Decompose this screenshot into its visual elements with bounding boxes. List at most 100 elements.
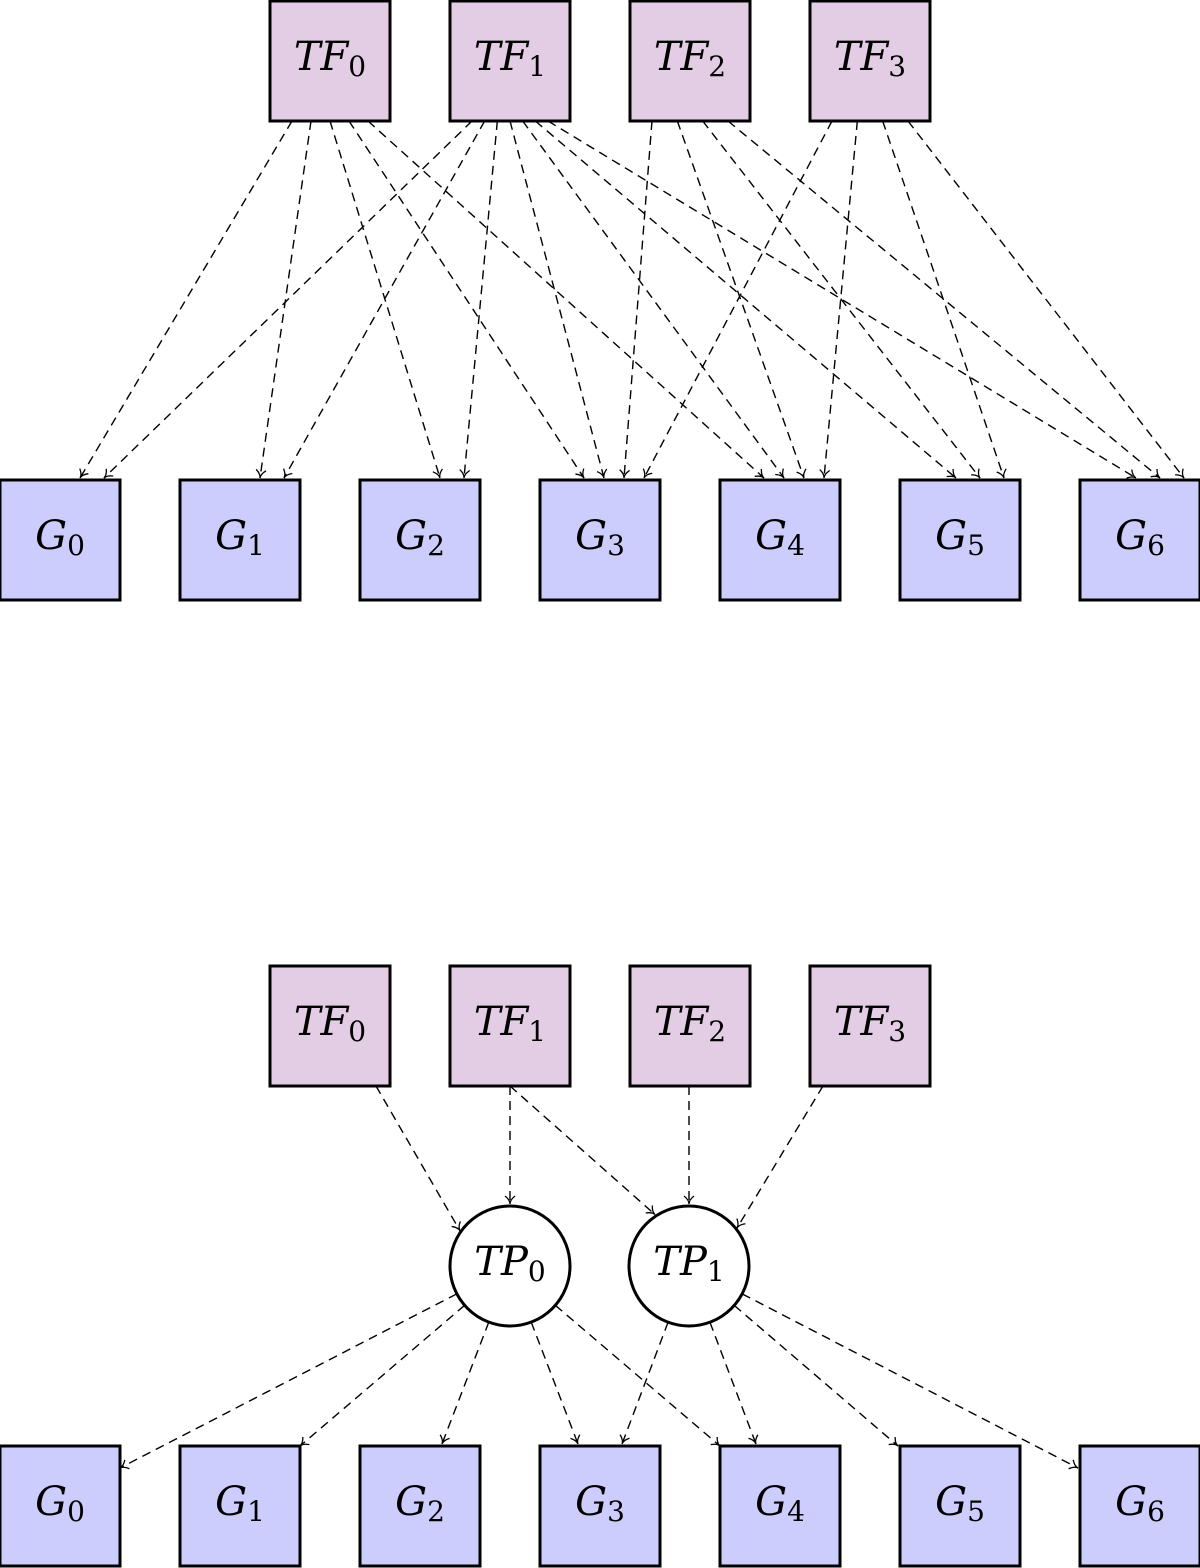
- edge-top-tf0-g0: [79, 120, 293, 479]
- edge-top-tf1-g2: [459, 120, 499, 479]
- bottom-g6-node[interactable]: G6: [1078, 1444, 1200, 1568]
- edge-top-tf0-g4: [367, 120, 765, 479]
- bottom-g1-node[interactable]: G1: [178, 1444, 302, 1568]
- top-g5-node-label: G5: [935, 513, 985, 562]
- top-tf0-node-label: TF0: [294, 34, 366, 83]
- edge-top-tf1-g1: [282, 120, 486, 479]
- top-g2-node-label: G2: [395, 513, 445, 562]
- bottom-g1-node-box: [178, 1444, 302, 1568]
- top-g2-node-box: [358, 478, 482, 602]
- bottom-edges: [119, 1085, 1079, 1470]
- top-g3-node-label: G3: [575, 513, 625, 562]
- top-g3-node[interactable]: G3: [538, 478, 662, 602]
- top-tf1-node[interactable]: TF1: [448, 0, 572, 123]
- edge-top-tf1-g4: [522, 120, 785, 479]
- top-g5-node-box: [898, 478, 1022, 602]
- top-tf1-node-box: [448, 0, 572, 123]
- bottom-tp1-node-label: TP1: [653, 1239, 724, 1288]
- top-tf2-node-box: [628, 0, 752, 123]
- top-g1-node-label: G1: [215, 513, 265, 562]
- bottom-tf1-node-box: [448, 964, 572, 1088]
- top-g3-node-box: [538, 478, 662, 602]
- bottom-tp0-node-label: TP0: [474, 1239, 545, 1288]
- edge-top-tf3-g5: [882, 120, 1007, 479]
- edge-top-tf0-g2: [329, 120, 443, 479]
- bottom-g2-node[interactable]: G2: [358, 1444, 482, 1568]
- bottom-g2-node-label: G2: [395, 1479, 445, 1528]
- bottom-tp0-node-circle: [448, 1204, 572, 1328]
- top-g5-node[interactable]: G5: [898, 478, 1022, 602]
- bottom-tf2-node-box: [628, 964, 752, 1088]
- top-tf0-node-box: [268, 0, 392, 123]
- top-g6-node-box: [1078, 478, 1200, 602]
- bottom-tf3-node-label: TF3: [834, 999, 906, 1048]
- edge-bottom-tp1-g6: [741, 1293, 1079, 1470]
- bottom-g0-node-box: [0, 1444, 122, 1568]
- bottom-g1-node-label: G1: [215, 1479, 265, 1528]
- edge-top-tf0-g1: [255, 120, 312, 479]
- bottom-g5-node[interactable]: G5: [898, 1444, 1022, 1568]
- top-g0-node-box: [0, 478, 122, 602]
- bottom-g5-node-label: G5: [935, 1479, 985, 1528]
- edge-top-tf0-g3: [348, 120, 585, 479]
- bottom-g3-node[interactable]: G3: [538, 1444, 662, 1568]
- bottom-tf1-node-label: TF1: [474, 999, 546, 1048]
- top-g6-node-label: G6: [1115, 513, 1165, 562]
- top-g6-node[interactable]: G6: [1078, 478, 1200, 602]
- bottom-g3-node-box: [538, 1444, 662, 1568]
- top-tf2-node[interactable]: TF2: [628, 0, 752, 123]
- edge-bottom-tp0-g3: [530, 1321, 581, 1445]
- bottom-g2-node-box: [358, 1444, 482, 1568]
- edge-top-tf1-g0: [103, 120, 473, 479]
- edge-bottom-tf1-tp1: [509, 1085, 656, 1216]
- top-tf3-node-label: TF3: [834, 34, 906, 83]
- edge-bottom-tp1-g3: [619, 1321, 669, 1445]
- edge-top-tf2-g3: [619, 120, 653, 479]
- bottom-tp1-node-circle: [627, 1204, 751, 1328]
- edge-top-tf2-g4: [676, 120, 807, 479]
- top-tf3-node[interactable]: TF3: [808, 0, 932, 123]
- bottom-tp1-node[interactable]: TP1: [627, 1204, 751, 1328]
- edge-top-tf3-g3: [642, 120, 833, 479]
- edge-top-tf1-g3: [509, 120, 608, 479]
- top-tf2-node-label: TF2: [654, 34, 726, 83]
- bottom-g6-node-box: [1078, 1444, 1200, 1568]
- edge-bottom-tp1-g4: [709, 1321, 759, 1445]
- top-g1-node-box: [178, 478, 302, 602]
- edge-top-tf3-g6: [907, 120, 1185, 479]
- bottom-g0-node-label: G0: [35, 1479, 85, 1528]
- bottom-tf0-node-box: [268, 964, 392, 1088]
- bottom-g4-node-box: [718, 1444, 842, 1568]
- top-g0-node-label: G0: [35, 513, 85, 562]
- edge-bottom-tp1-g5: [733, 1304, 899, 1447]
- bottom-g0-node[interactable]: G0: [0, 1444, 122, 1568]
- top-tf1-node-label: TF1: [474, 34, 546, 83]
- top-g0-node[interactable]: G0: [0, 478, 122, 602]
- edge-bottom-tp0-g2: [439, 1321, 490, 1445]
- edge-bottom-tp0-g4: [554, 1304, 721, 1447]
- top-tf3-node-box: [808, 0, 932, 123]
- edge-bottom-tp0-g0: [119, 1293, 458, 1470]
- bottom-tf0-node[interactable]: TF0: [268, 964, 392, 1088]
- bottom-g6-node-label: G6: [1115, 1479, 1165, 1528]
- top-g2-node[interactable]: G2: [358, 478, 482, 602]
- edge-bottom-tf0-tp0: [375, 1085, 461, 1232]
- edge-bottom-tf3-tp1: [736, 1085, 824, 1229]
- edge-top-tf1-g6: [547, 120, 1137, 479]
- bottom-tf2-node[interactable]: TF2: [628, 964, 752, 1088]
- bottom-g4-node[interactable]: G4: [718, 1444, 842, 1568]
- bottom-tp0-node[interactable]: TP0: [448, 1204, 572, 1328]
- top-tf0-node[interactable]: TF0: [268, 0, 392, 123]
- bottom-tf3-node-box: [808, 964, 932, 1088]
- edge-top-tf1-g5: [534, 120, 957, 479]
- top-g1-node[interactable]: G1: [178, 478, 302, 602]
- bottom-tf3-node[interactable]: TF3: [808, 964, 932, 1088]
- edge-top-tf2-g5: [702, 120, 981, 479]
- top-g4-node[interactable]: G4: [718, 478, 842, 602]
- bottom-tf1-node[interactable]: TF1: [448, 964, 572, 1088]
